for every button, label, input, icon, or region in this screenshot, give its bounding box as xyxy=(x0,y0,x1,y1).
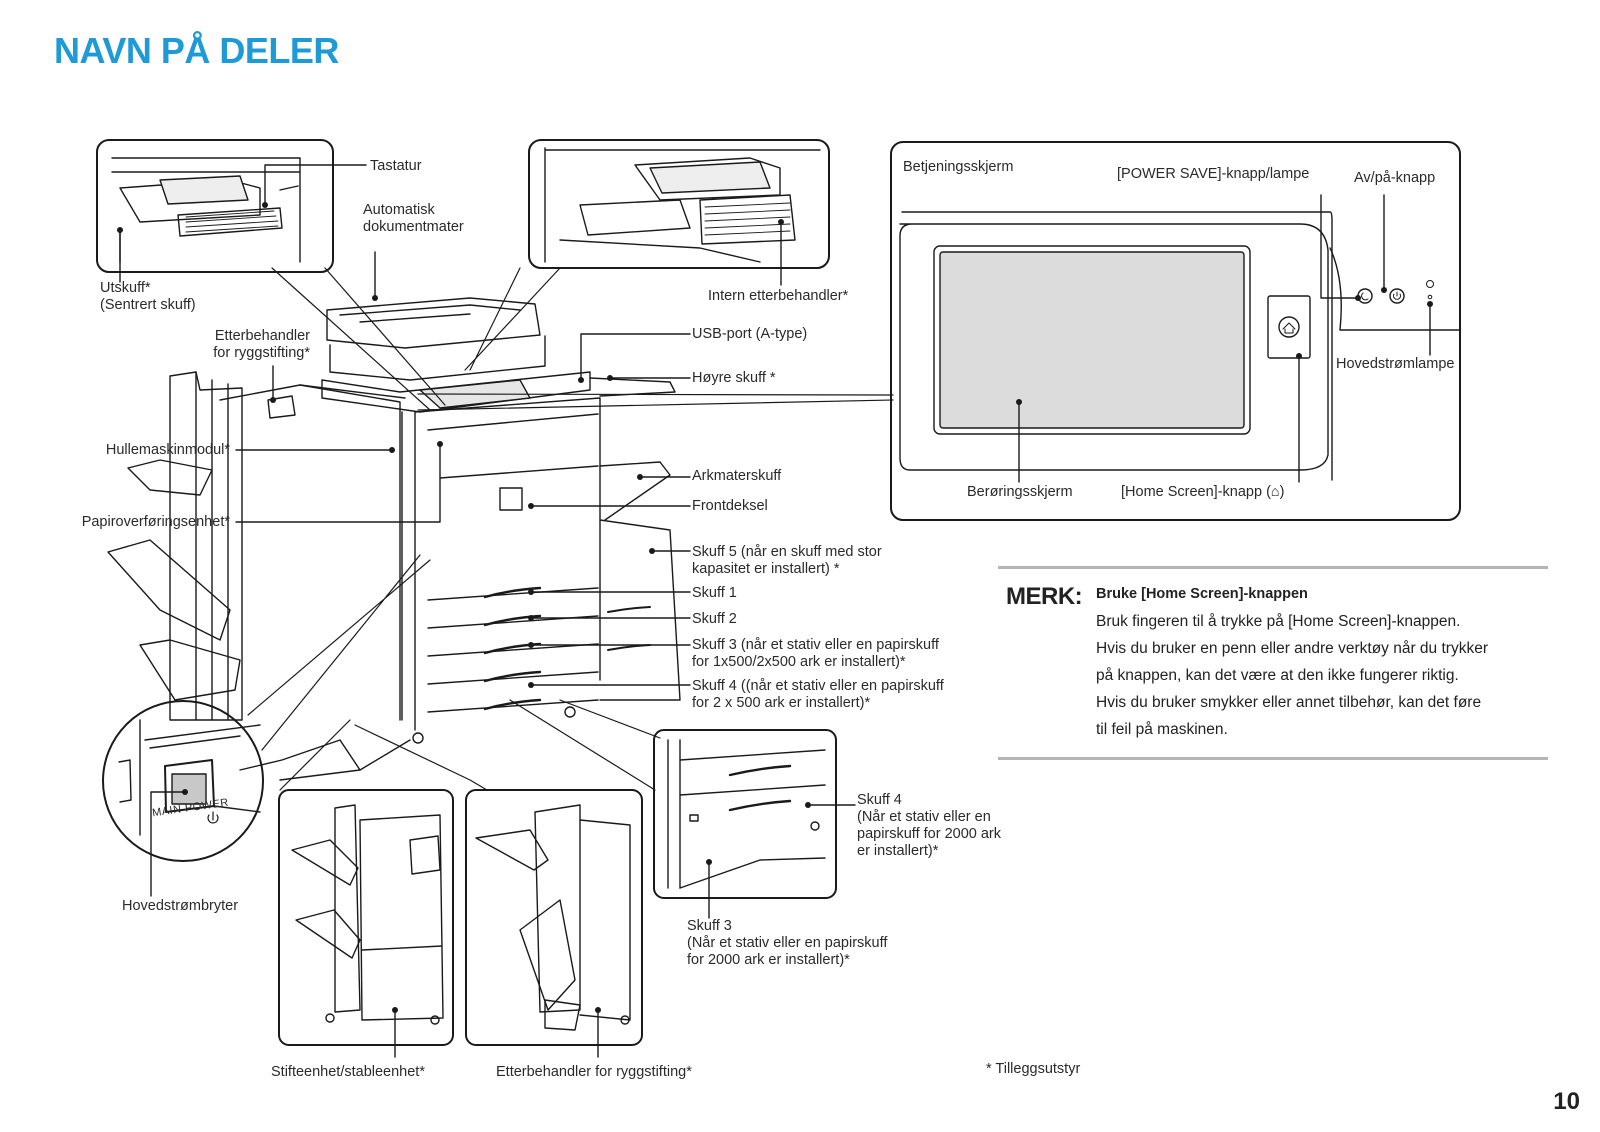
bypass-tray-label: Arkmaterskuff xyxy=(692,468,782,484)
main-power-lamp-label: Hovedstrømlampe xyxy=(1336,356,1455,372)
operation-panel-callout xyxy=(890,141,1461,521)
saddle-finisher-top-label: Etterbehandler for ryggstifting* xyxy=(213,328,310,361)
operation-screen-label: Betjeningsskjerm xyxy=(903,159,1014,175)
footnote: * Tilleggsutstyr xyxy=(986,1061,1081,1077)
zoom-guide-lines xyxy=(247,267,894,791)
note-line: på knappen, kan det være at den ikke fun… xyxy=(1096,667,1459,684)
note-body: Bruke [Home Screen]-knappen Bruk fingere… xyxy=(1096,581,1548,743)
main-machine xyxy=(279,297,681,781)
tray3-2000-label: Skuff 3 (Når et stativ eller en papirsku… xyxy=(687,918,888,968)
note-line: til feil på maskinen. xyxy=(1096,721,1228,738)
tray1-label: Skuff 1 xyxy=(692,585,737,601)
tray2-label: Skuff 2 xyxy=(692,611,737,627)
paper-transfer-label: Papiroverføringsenhet* xyxy=(81,514,230,530)
note-line: Bruk fingeren til å trykke på [Home Scre… xyxy=(1096,613,1461,630)
leader-dots xyxy=(117,202,1433,1013)
front-cover-label: Frontdeksel xyxy=(692,498,768,514)
page-number: 10 xyxy=(1553,1088,1580,1115)
output-tray-label: Utskuff* (Sentrert skuff) xyxy=(100,280,196,313)
adf-label: Automatisk dokumentmater xyxy=(363,202,464,235)
note-line: Hvis du bruker smykker eller annet tilbe… xyxy=(1096,694,1482,711)
tray5-label: Skuff 5 (når en skuff med stor kapasitet… xyxy=(692,544,882,577)
note-label: MERK: xyxy=(1006,583,1083,610)
note-line: Hvis du bruker en penn eller andre verkt… xyxy=(1096,640,1488,657)
home-screen-button-label: [Home Screen]-knapp (⌂) xyxy=(1121,484,1285,500)
power-save-label: [POWER SAVE]-knapp/lampe xyxy=(1117,166,1310,182)
left-finisher xyxy=(107,371,406,771)
saddle-finisher-bottom-label: Etterbehandler for ryggstifting* xyxy=(496,1064,692,1080)
large-capacity-tray-callout xyxy=(653,729,837,899)
inner-finisher-label: Intern etterbehandler* xyxy=(708,288,849,304)
punch-module-label: Hullemaskinmodul* xyxy=(105,442,230,458)
inner-finisher-callout xyxy=(528,139,830,269)
stapler-stacker-label: Stifteenhet/stableenhet* xyxy=(271,1064,425,1080)
saddle-finisher-callout xyxy=(465,789,643,1046)
usb-port-label: USB-port (A-type) xyxy=(692,326,808,342)
leader-lines xyxy=(119,164,1431,1058)
main-power-switch-label: Hovedstrømbryter xyxy=(122,898,239,914)
tray4-label: Skuff 4 ((når et stativ eller en papirsk… xyxy=(692,678,944,711)
tray3-label: Skuff 3 (når et stativ eller en papirsku… xyxy=(692,637,939,670)
tray4-2000-label: Skuff 4 (Når et stativ eller en papirsku… xyxy=(857,792,1002,859)
touch-screen-label: Berøringsskjerm xyxy=(967,484,1073,500)
note-heading: Bruke [Home Screen]-knappen xyxy=(1096,586,1308,602)
main-power-switch-callout xyxy=(102,700,264,862)
note-box: MERK: Bruke [Home Screen]-knappen Bruk f… xyxy=(998,566,1548,760)
page-title: NAVN PÅ DELER xyxy=(54,30,339,71)
keyboard-callout xyxy=(96,139,334,273)
stapler-stacker-callout xyxy=(278,789,454,1046)
right-tray-label: Høyre skuff * xyxy=(692,370,776,386)
on-off-label: Av/på-knapp xyxy=(1354,170,1436,186)
keyboard-label: Tastatur xyxy=(370,158,422,174)
